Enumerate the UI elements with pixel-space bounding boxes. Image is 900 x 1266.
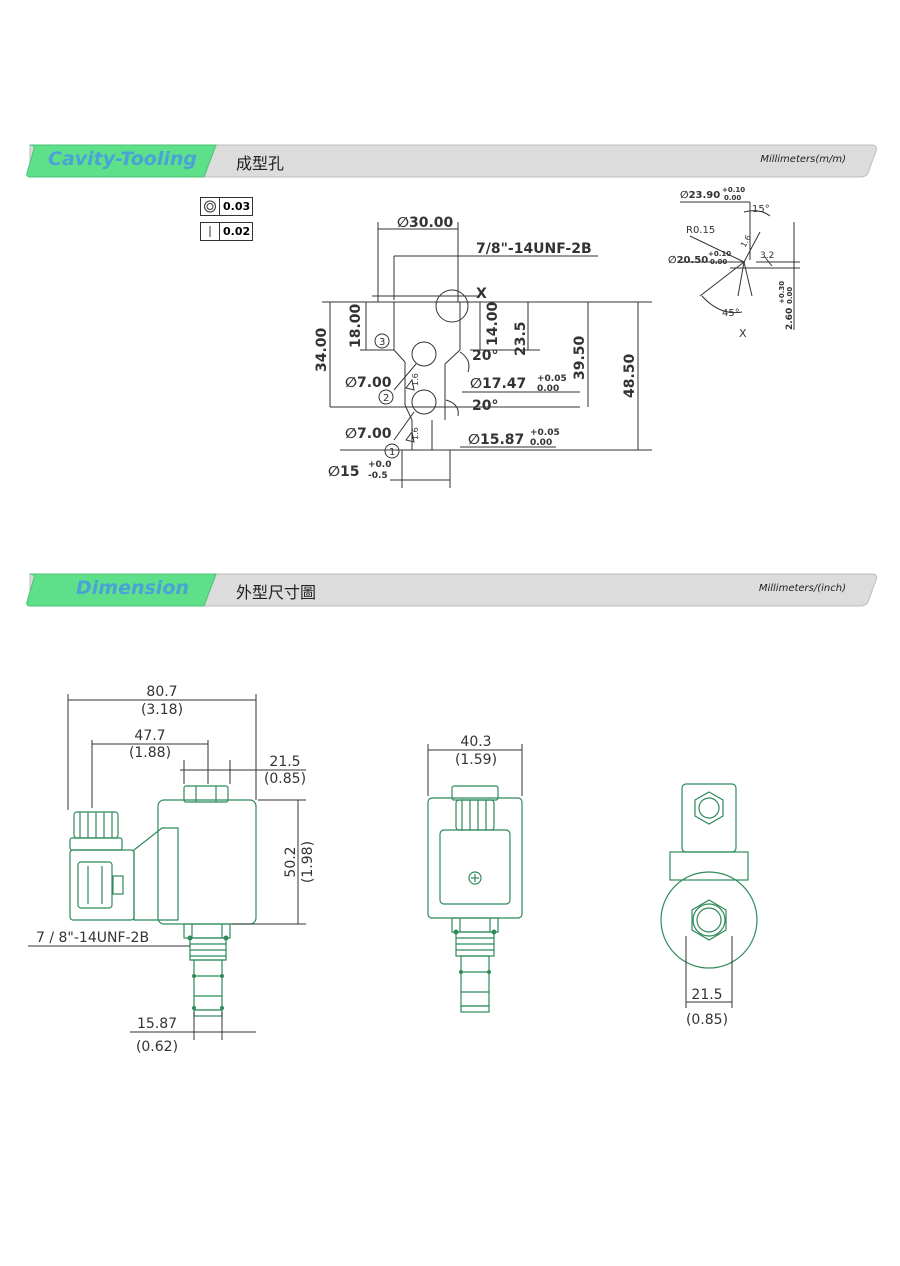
perpendicularity-icon	[201, 223, 220, 240]
dim-477-inch: (1.88)	[129, 745, 171, 761]
dim-1587: 15.87	[137, 1016, 177, 1032]
dim-807-inch: (3.18)	[141, 702, 183, 718]
dim-215b: 21.5	[691, 987, 722, 1003]
dim-395: 39.50	[572, 335, 588, 380]
detail-d260: 2.60	[785, 308, 795, 330]
detail-angle-15: 15°	[752, 204, 770, 215]
section-unit: Millimeters(m/m)	[760, 154, 846, 165]
roughness-2: 1.6	[411, 427, 420, 440]
dim-thread: 7 / 8"-14UNF-2B	[36, 930, 149, 946]
dim-477: 47.7	[134, 728, 165, 744]
dim-14: 14.00	[485, 301, 501, 346]
dim-d30: ∅30.00	[397, 215, 454, 231]
detail-d2390-dn: 0.00	[724, 194, 741, 202]
dim-403-inch: (1.59)	[455, 752, 497, 768]
section-unit: Millimeters/(inch)	[758, 583, 846, 594]
angle-2: 20°	[472, 398, 498, 414]
port-3: 3	[379, 337, 385, 348]
dim-502-inch: (1.98)	[300, 841, 316, 883]
dim-18: 18.00	[348, 303, 364, 348]
dim-d7-a: ∅7.00	[345, 375, 392, 391]
dim-502: 50.2	[283, 846, 299, 877]
dim-d1747-tol-up: +0.05	[537, 374, 567, 384]
dim-d1747: ∅17.47	[470, 376, 526, 392]
dim-215: 21.5	[269, 754, 300, 770]
dim-d1747-tol-dn: 0.00	[537, 384, 559, 394]
detail-d2050-up: +0.10	[708, 250, 731, 258]
detail-d2390: ∅23.90	[680, 190, 720, 201]
detail-d260-up: +0.30	[778, 281, 786, 304]
section-title: Cavity-Tooling	[48, 148, 197, 170]
angle-1: 20°	[472, 348, 498, 364]
dim-d15-tol-up: +0.0	[368, 460, 391, 470]
detail-angle-45: 45°	[722, 308, 740, 319]
detail-32: 3.2	[760, 251, 774, 261]
dim-d15: ∅15	[328, 464, 359, 480]
port-1: 1	[389, 447, 395, 458]
cavity-tooling-banner: Cavity-Tooling 成型孔 Millimeters(m/m)	[26, 143, 878, 179]
dim-thread: 7/8"-14UNF-2B	[476, 241, 592, 257]
dim-1587-inch: (0.62)	[136, 1039, 178, 1055]
port-2: 2	[383, 393, 389, 404]
circularity-tolerance: 0.03	[200, 197, 253, 216]
section-subtitle: 成型孔	[236, 154, 285, 173]
dim-d7-b: ∅7.00	[345, 426, 392, 442]
dim-d1587-tol-dn: 0.00	[530, 438, 552, 448]
detail-r015: R0.15	[686, 225, 715, 236]
detail-x-marker: X	[739, 327, 747, 340]
dim-d15-tol-dn: -0.5	[368, 471, 388, 481]
section-title: Dimension	[76, 577, 189, 599]
circularity-icon	[201, 198, 220, 215]
dim-215-inch: (0.85)	[264, 771, 306, 787]
dim-403: 40.3	[460, 734, 491, 750]
dim-235: 23.5	[513, 321, 529, 356]
detail-d2050-dn: 0.00	[710, 258, 727, 266]
dim-215b-inch: (0.85)	[686, 1012, 728, 1028]
detail-d260-dn: 0.00	[786, 287, 794, 304]
dim-485: 48.50	[622, 353, 638, 398]
detail-d2050: ∅20.50	[668, 255, 708, 266]
dim-d1587: ∅15.87	[468, 432, 524, 448]
side-view	[69, 785, 257, 1017]
dimension-banner: Dimension 外型尺寸圖 Millimeters/(inch)	[26, 572, 878, 608]
roughness-1: 1.6	[411, 373, 420, 386]
tolerance-value: 0.03	[223, 200, 251, 213]
x-marker: X	[476, 286, 487, 302]
top-view	[660, 783, 758, 969]
perpendicularity-tolerance: 0.02	[200, 222, 253, 241]
front-view	[427, 785, 523, 1013]
section-subtitle: 外型尺寸圖	[236, 583, 317, 602]
detail-d2390-up: +0.10	[722, 186, 745, 194]
dim-807: 80.7	[146, 684, 177, 700]
tolerance-value: 0.02	[223, 225, 251, 238]
dim-34: 34.00	[314, 327, 330, 372]
dim-d1587-tol-up: +0.05	[530, 428, 560, 438]
